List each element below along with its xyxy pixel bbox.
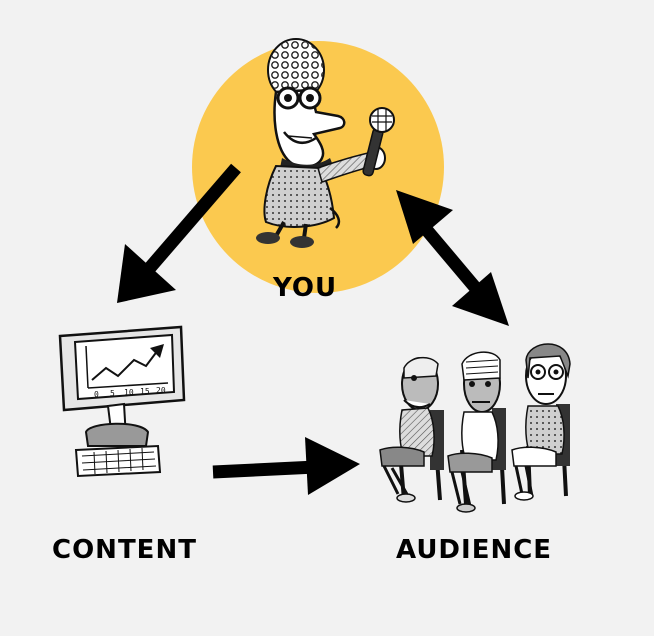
audience-person-1 — [379, 356, 444, 503]
computer-monitor-chart-illustration — [58, 325, 186, 478]
seated-audience-illustration — [379, 343, 571, 513]
node-label-you: YOU — [273, 273, 338, 303]
audience-person-2 — [447, 351, 506, 513]
node-label-audience: AUDIENCE — [396, 535, 553, 565]
node-label-content: CONTENT — [52, 535, 197, 565]
arrow-content-to-audience — [212, 437, 360, 495]
monitor-tick-label: 20 — [156, 386, 166, 395]
monitor-tick-labels: 0 5 10 15 20 — [94, 386, 166, 399]
monitor-tick-label: 5 — [110, 389, 115, 398]
audience-person-3 — [511, 343, 571, 501]
arrow-you-audience-two-way — [396, 190, 509, 326]
presenter-with-microphone-illustration — [256, 38, 395, 248]
arrow-you-to-content — [117, 163, 241, 303]
monitor-tick-label: 0 — [94, 390, 99, 399]
monitor-tick-label: 10 — [124, 388, 134, 397]
monitor-tick-label: 15 — [140, 387, 150, 396]
